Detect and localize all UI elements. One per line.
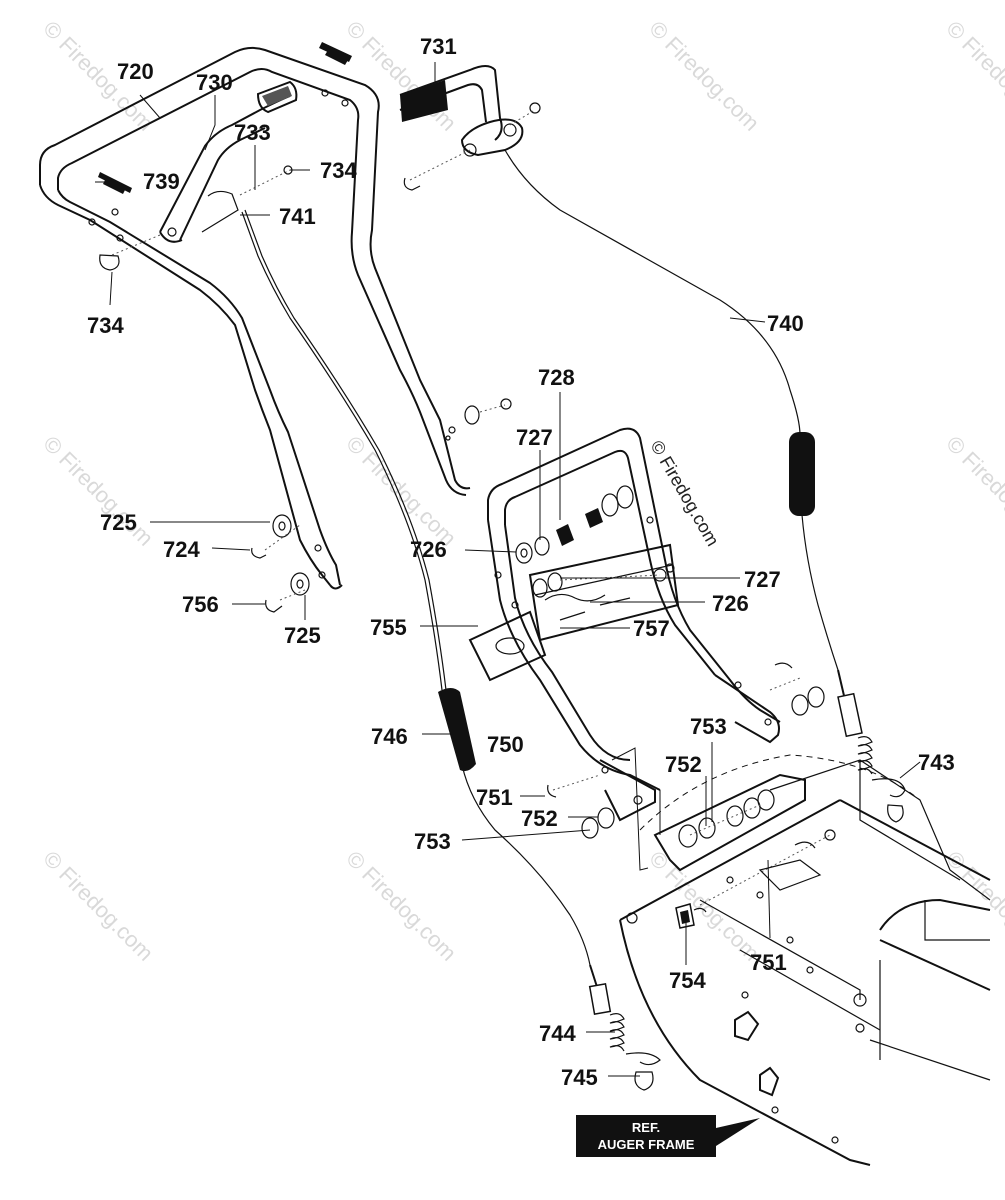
part-label-745: 745 [561,1065,598,1090]
part-label-730: 730 [196,70,233,95]
part-label-741: 741 [279,204,316,229]
part-label-740: 740 [767,311,804,336]
part-label-727: 727 [744,567,781,592]
part-label-734: 734 [320,158,357,183]
part-label-754: 754 [669,968,706,993]
part-label-757: 757 [633,616,670,641]
lever-hardware [99,165,293,271]
watermark: © Firedog.com [341,846,461,966]
part-label-752: 752 [521,806,558,831]
part-label-733: 733 [234,120,271,145]
watermark: © Firedog.com [38,846,158,966]
upper-bolt [445,398,512,441]
right-lever [399,65,541,191]
handle-decals [98,42,352,194]
watermark: © Firedog.com [38,431,158,551]
upper-handle [39,46,471,590]
ref-auger-frame-box: REF. AUGER FRAME [576,1115,760,1157]
part-label-726: 726 [712,591,749,616]
part-label-724: 724 [163,537,200,562]
right-hardware [769,662,825,716]
spring-743 [837,669,906,823]
ref-label: REF. [632,1120,660,1135]
copyright-mark: © Firedog.com [647,437,723,549]
left-hardware [251,514,310,613]
part-label-728: 728 [538,365,575,390]
cable-grips [438,432,815,772]
part-labels: 720 730 731 733 734 739 741 734 740 728 … [87,34,955,1090]
part-label-756: 756 [182,592,219,617]
part-label-739: 739 [143,169,180,194]
part-label-755: 755 [370,615,407,640]
part-label-727: 727 [516,425,553,450]
part-label-731: 731 [420,34,457,59]
pivot-hardware [547,774,836,906]
part-label-751: 751 [750,950,787,975]
control-panel [487,427,781,822]
watermark: © Firedog.com [644,16,764,136]
cable-740 [504,149,839,671]
part-label-746: 746 [371,724,408,749]
part-label-725: 725 [284,623,321,648]
watermark: © Firedog.com [644,846,764,966]
part-label-725: 725 [100,510,137,535]
left-lever [159,80,298,243]
part-label-743: 743 [918,750,955,775]
auger-frame [619,754,991,1166]
part-label-720: 720 [117,59,154,84]
bracket-754 [675,903,707,929]
part-label-753: 753 [414,829,451,854]
part-label-753: 753 [690,714,727,739]
part-label-750: 750 [487,732,524,757]
part-label-752: 752 [665,752,702,777]
watermark: © Firedog.com [941,16,1005,136]
watermark: © Firedog.com [941,431,1005,551]
dashed-guides [611,747,661,871]
part-label-726: 726 [410,537,447,562]
cable-741 [241,209,591,966]
part-label-751: 751 [476,785,513,810]
part-label-744: 744 [539,1021,576,1046]
leader-lines [95,62,921,1077]
part-label-734: 734 [87,313,124,338]
auger-frame-label: AUGER FRAME [598,1137,695,1152]
watermark: © Firedog.com [341,431,461,551]
spring-744 [588,964,661,1091]
plate-755 [468,610,547,682]
